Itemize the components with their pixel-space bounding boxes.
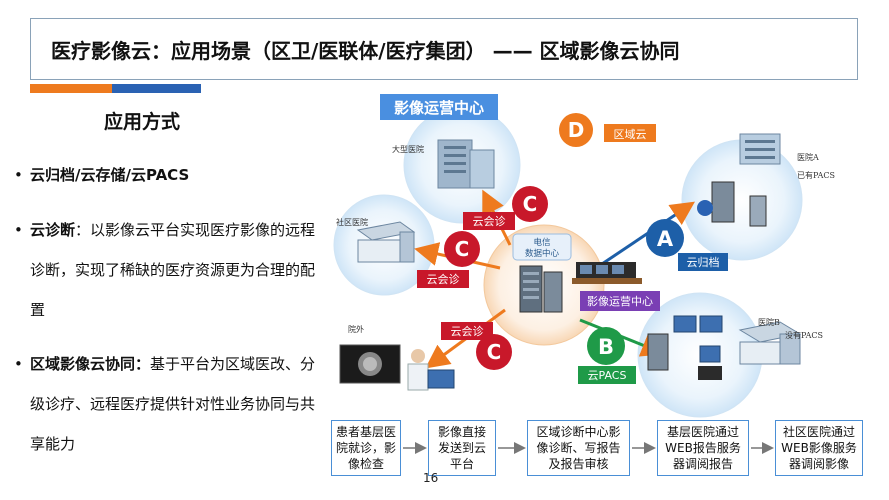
arrow-hospital-a bbox=[589, 201, 695, 274]
pacs-label: 云PACS bbox=[588, 369, 627, 382]
accent-bar-orange bbox=[30, 84, 112, 93]
hospital-a-note: 已有PACS bbox=[797, 170, 835, 180]
outside-label: 院外 bbox=[348, 324, 364, 334]
step-4: 基层医院通过WEB报告服务器调阅报告 bbox=[657, 420, 749, 476]
title-box: 医疗影像云：应用场景（区卫/医联体/医疗集团） —— 区域影像云协同 bbox=[30, 18, 858, 80]
accent-bar-blue bbox=[112, 84, 201, 93]
consult-box-1 bbox=[463, 212, 515, 230]
pacs-box bbox=[578, 366, 636, 384]
b-letter: B bbox=[598, 335, 614, 359]
datacenter-label-box bbox=[512, 233, 572, 261]
bullet-3-bold: 区域影像云协同： bbox=[30, 355, 151, 373]
hospital-b-workstation-icon bbox=[647, 315, 723, 380]
large-hospital-icon bbox=[437, 139, 495, 189]
server-rack-icon bbox=[519, 265, 563, 313]
consult-box-3 bbox=[441, 322, 493, 340]
datacenter-line1: 电信 bbox=[533, 237, 551, 248]
monitor-icon bbox=[339, 344, 401, 384]
consult-label-2: 云会诊 bbox=[427, 272, 460, 286]
ops-banner bbox=[380, 94, 498, 120]
c-badge-3 bbox=[476, 334, 512, 370]
datacenter-line2: 数据中心 bbox=[525, 248, 560, 259]
consult-label-1: 云会诊 bbox=[473, 214, 506, 228]
community-hospital-label: 社区医院 bbox=[336, 217, 368, 227]
bullet-2-bold: 云诊断 bbox=[30, 221, 76, 239]
bullet-3-text: 基于平台为区域医改、分级诊疗、远程医疗提供针对性业务协同与共享能力 bbox=[30, 355, 316, 453]
c-letter-1: C bbox=[523, 192, 538, 216]
step-5: 社区医院通过WEB影像服务器调阅影像 bbox=[775, 420, 863, 476]
c-letter-2: C bbox=[455, 237, 470, 261]
consult-box-2 bbox=[417, 270, 469, 288]
step-2: 影像直接发送到云平台 bbox=[428, 420, 496, 476]
operator-desk-icon bbox=[572, 262, 642, 284]
ops-center-box bbox=[580, 291, 660, 311]
page-title: 医疗影像云：应用场景（区卫/医联体/医疗集团） —— 区域影像云协同 bbox=[51, 39, 680, 63]
a-letter: A bbox=[657, 227, 674, 251]
hospital-b-label: 医院B bbox=[758, 317, 780, 327]
a-badge bbox=[646, 219, 684, 257]
step-3: 区域诊断中心影像诊断、写报告及报告审核 bbox=[527, 420, 630, 476]
d-letter: D bbox=[568, 118, 585, 142]
bullet-dot: • bbox=[14, 166, 23, 184]
bullet-2-text: ：以影像云平台实现医疗影像的远程诊断，实现了稀缺的医疗资源更为合理的配置 bbox=[30, 221, 316, 319]
c-badge-2 bbox=[444, 231, 480, 267]
step-1: 患者基层医院就诊，影像检查 bbox=[331, 420, 401, 476]
consult-label-3: 云会诊 bbox=[451, 324, 484, 338]
hospital-a-building-icon bbox=[739, 133, 781, 165]
section-heading: 应用方式 bbox=[104, 111, 181, 133]
hospital-a-label: 医院A bbox=[797, 152, 819, 162]
archive-label: 云归档 bbox=[687, 255, 720, 269]
hospital-b-building-icon bbox=[738, 321, 802, 365]
d-badge bbox=[559, 113, 593, 147]
bullet-dot: • bbox=[14, 221, 23, 239]
ops-banner-label: 影像运营中心 bbox=[394, 99, 484, 117]
ops-center-label: 影像运营中心 bbox=[587, 294, 653, 308]
doctor-icon bbox=[407, 349, 455, 391]
hospital-a-server-icon bbox=[697, 181, 767, 227]
d-label: 区域云 bbox=[614, 128, 647, 141]
bullet-1-bold: 云归档/云存储/云PACS bbox=[30, 166, 190, 184]
hospital-b-note: 没有PACS bbox=[785, 330, 823, 340]
c-letter-3: C bbox=[487, 340, 502, 364]
network-diagram: 影像运营中心 D 区域云 大型医院 社区医院 院外 电信 数据中心 bbox=[333, 94, 835, 418]
b-badge bbox=[587, 327, 625, 365]
d-label-box bbox=[604, 124, 656, 142]
community-hospital-icon bbox=[356, 221, 416, 263]
c-badge-1 bbox=[512, 186, 548, 222]
archive-box bbox=[678, 253, 728, 271]
page-number: 16 bbox=[423, 471, 439, 485]
bullet-dot: • bbox=[14, 355, 23, 373]
large-hospital-label: 大型医院 bbox=[392, 144, 424, 154]
